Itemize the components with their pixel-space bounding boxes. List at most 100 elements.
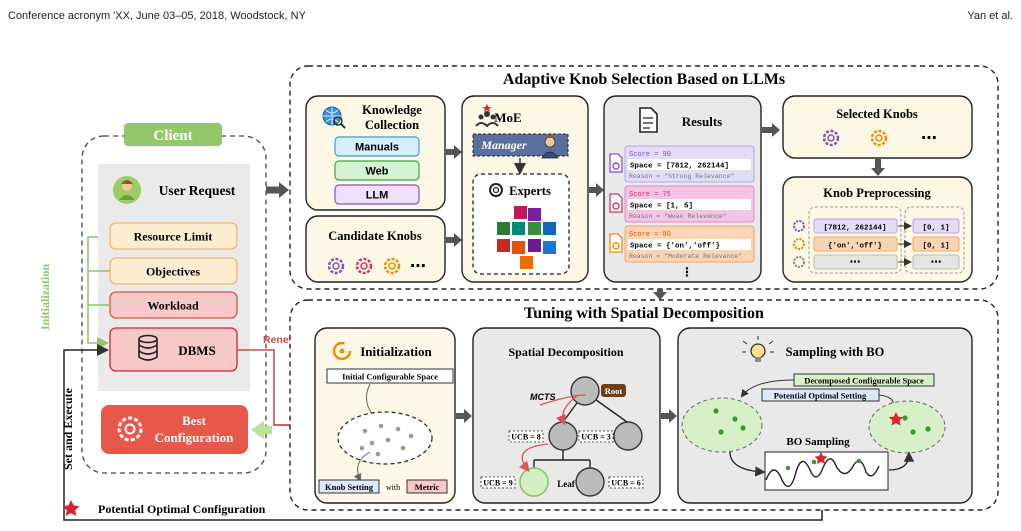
- set-execute-label: Set and Execute: [61, 387, 75, 470]
- experts-title: Experts: [509, 184, 551, 198]
- metric-label: Metric: [415, 482, 440, 492]
- mcts-label: MCTS: [530, 392, 556, 402]
- tree-leaf-node: [519, 467, 549, 497]
- preprocessing-title: Knob Preprocessing: [823, 186, 931, 200]
- manager-avatar-icon: [541, 135, 559, 159]
- results-title: Results: [682, 114, 722, 129]
- resource-limit-box: [109, 222, 238, 250]
- result-2-reason: Reason = "Weak Relevance": [629, 213, 727, 220]
- gear-icon: [793, 238, 805, 250]
- globe-icon: [322, 106, 346, 129]
- header-left: Conference acronym 'XX, June 03–05, 2018…: [8, 10, 306, 22]
- result-2-space: Space = [1, 5]: [630, 203, 693, 211]
- result-1-score: Score = 90: [629, 151, 671, 159]
- star-icon: [888, 412, 904, 426]
- result-3-score: Score = 80: [629, 231, 671, 239]
- bo-sampling-plot: [764, 451, 889, 491]
- moe-title: MoE: [494, 110, 521, 125]
- selected-box: [782, 95, 973, 159]
- header-right: Yan et al.: [967, 10, 1013, 22]
- client-title: Client: [153, 128, 192, 144]
- knob-setting-box: [318, 479, 380, 494]
- prep-row-1-out: [0, 1]: [922, 225, 949, 233]
- refresh-icon: [332, 341, 352, 361]
- gear-icon: [793, 256, 805, 268]
- user-request-label: User Request: [159, 183, 236, 198]
- bo-box: [677, 327, 973, 504]
- expert-tiles: [497, 206, 556, 269]
- best-config-line2: Configuration: [155, 430, 235, 445]
- doc-gear-icon: [609, 193, 623, 213]
- initialization-side-label: Initialization: [38, 264, 52, 330]
- results-more: ⋮: [681, 265, 693, 279]
- result-1-reason: Reason = "Strong Relevance": [629, 173, 734, 180]
- doc-gear-icon: [609, 233, 623, 253]
- gear-icon: [383, 257, 401, 275]
- resource-limit-label: Resource Limit: [134, 230, 213, 244]
- spatial-title: Spatial Decomposition: [508, 345, 623, 359]
- manager-label: Manager: [480, 138, 527, 152]
- decomposed-space-label: Decomposed Configurable Space: [804, 376, 924, 386]
- doc-gear-icon: [609, 153, 623, 173]
- bo-space-left: [681, 397, 763, 453]
- bo-points-left: [713, 408, 746, 435]
- bo-sampling-label: BO Sampling: [786, 436, 850, 448]
- workload-label: Workload: [147, 299, 199, 313]
- candidate-title: Candidate Knobs: [328, 229, 422, 243]
- leaf-label: Leaf: [557, 479, 575, 489]
- result-1-space: Space = [7812, 262144]: [630, 163, 729, 171]
- knowledge-title-2: Collection: [365, 118, 419, 132]
- knowledge-title-1: Knowledge: [362, 103, 422, 117]
- bo-acquisition-curve: [765, 458, 880, 488]
- prep-row-3-out: ⋯: [931, 257, 942, 269]
- gear-icon: [117, 416, 143, 442]
- ucb-8-label: UCB = 8: [511, 433, 540, 442]
- bo-title: Sampling with BO: [786, 345, 885, 359]
- bo-space-right: [868, 400, 946, 454]
- tree-node-right: [613, 421, 643, 451]
- selected-title: Selected Knobs: [836, 107, 918, 121]
- star-icon: [814, 452, 828, 464]
- prep-row-2-out: [0, 1]: [922, 243, 949, 251]
- bottom-panel-title: Tuning with Spatial Decomposition: [524, 305, 764, 322]
- candidate-ellipsis: ⋯: [410, 258, 426, 275]
- document-icon: [639, 107, 658, 133]
- init-sample-points: [359, 423, 414, 457]
- result-3-space: Space = {'on','off'}: [630, 243, 720, 251]
- top-panel-title: Adaptive Knob Selection Based on LLMs: [503, 71, 785, 88]
- llm-box: [334, 184, 420, 205]
- user-avatar-icon: [113, 176, 141, 204]
- gear-icon: [870, 129, 888, 147]
- lightbulb-icon: [742, 336, 774, 362]
- web-box: [334, 160, 420, 181]
- result-3-reason: Reason = "Moderate Relevance": [629, 253, 742, 260]
- prep-row-1-in: [7812, 262144]: [823, 225, 886, 233]
- prep-row-2-in: {'on','off'}: [828, 243, 882, 251]
- init-space-box: [326, 368, 454, 384]
- init-space-ellipse: [337, 411, 433, 465]
- ucb-9-label: UCB = 9: [483, 479, 512, 488]
- manager-box: [472, 133, 569, 157]
- manuals-label: Manuals: [355, 142, 399, 154]
- bo-points-right: [902, 415, 931, 435]
- manuals-box: [334, 136, 420, 157]
- best-configuration-box: [101, 405, 248, 454]
- root-label: Root: [605, 386, 623, 396]
- tree-root-node: [570, 376, 600, 406]
- dbms-label: DBMS: [178, 343, 216, 358]
- llm-label: LLM: [366, 190, 389, 202]
- tree-node-left: [548, 421, 578, 451]
- candidate-box: [305, 215, 446, 283]
- gear-icon: [355, 257, 373, 275]
- gear-icon: [327, 257, 345, 275]
- metric-box: [406, 479, 448, 494]
- database-icon: [138, 334, 158, 361]
- selected-ellipsis: ⋯: [921, 130, 937, 147]
- gear-icon: [822, 129, 840, 147]
- team-icon: [475, 104, 499, 128]
- spatial-box: [472, 327, 661, 504]
- potential-setting-label: Potential Optimal Setting: [774, 391, 867, 401]
- root-badge: [601, 384, 626, 397]
- dbms-box: [109, 327, 238, 372]
